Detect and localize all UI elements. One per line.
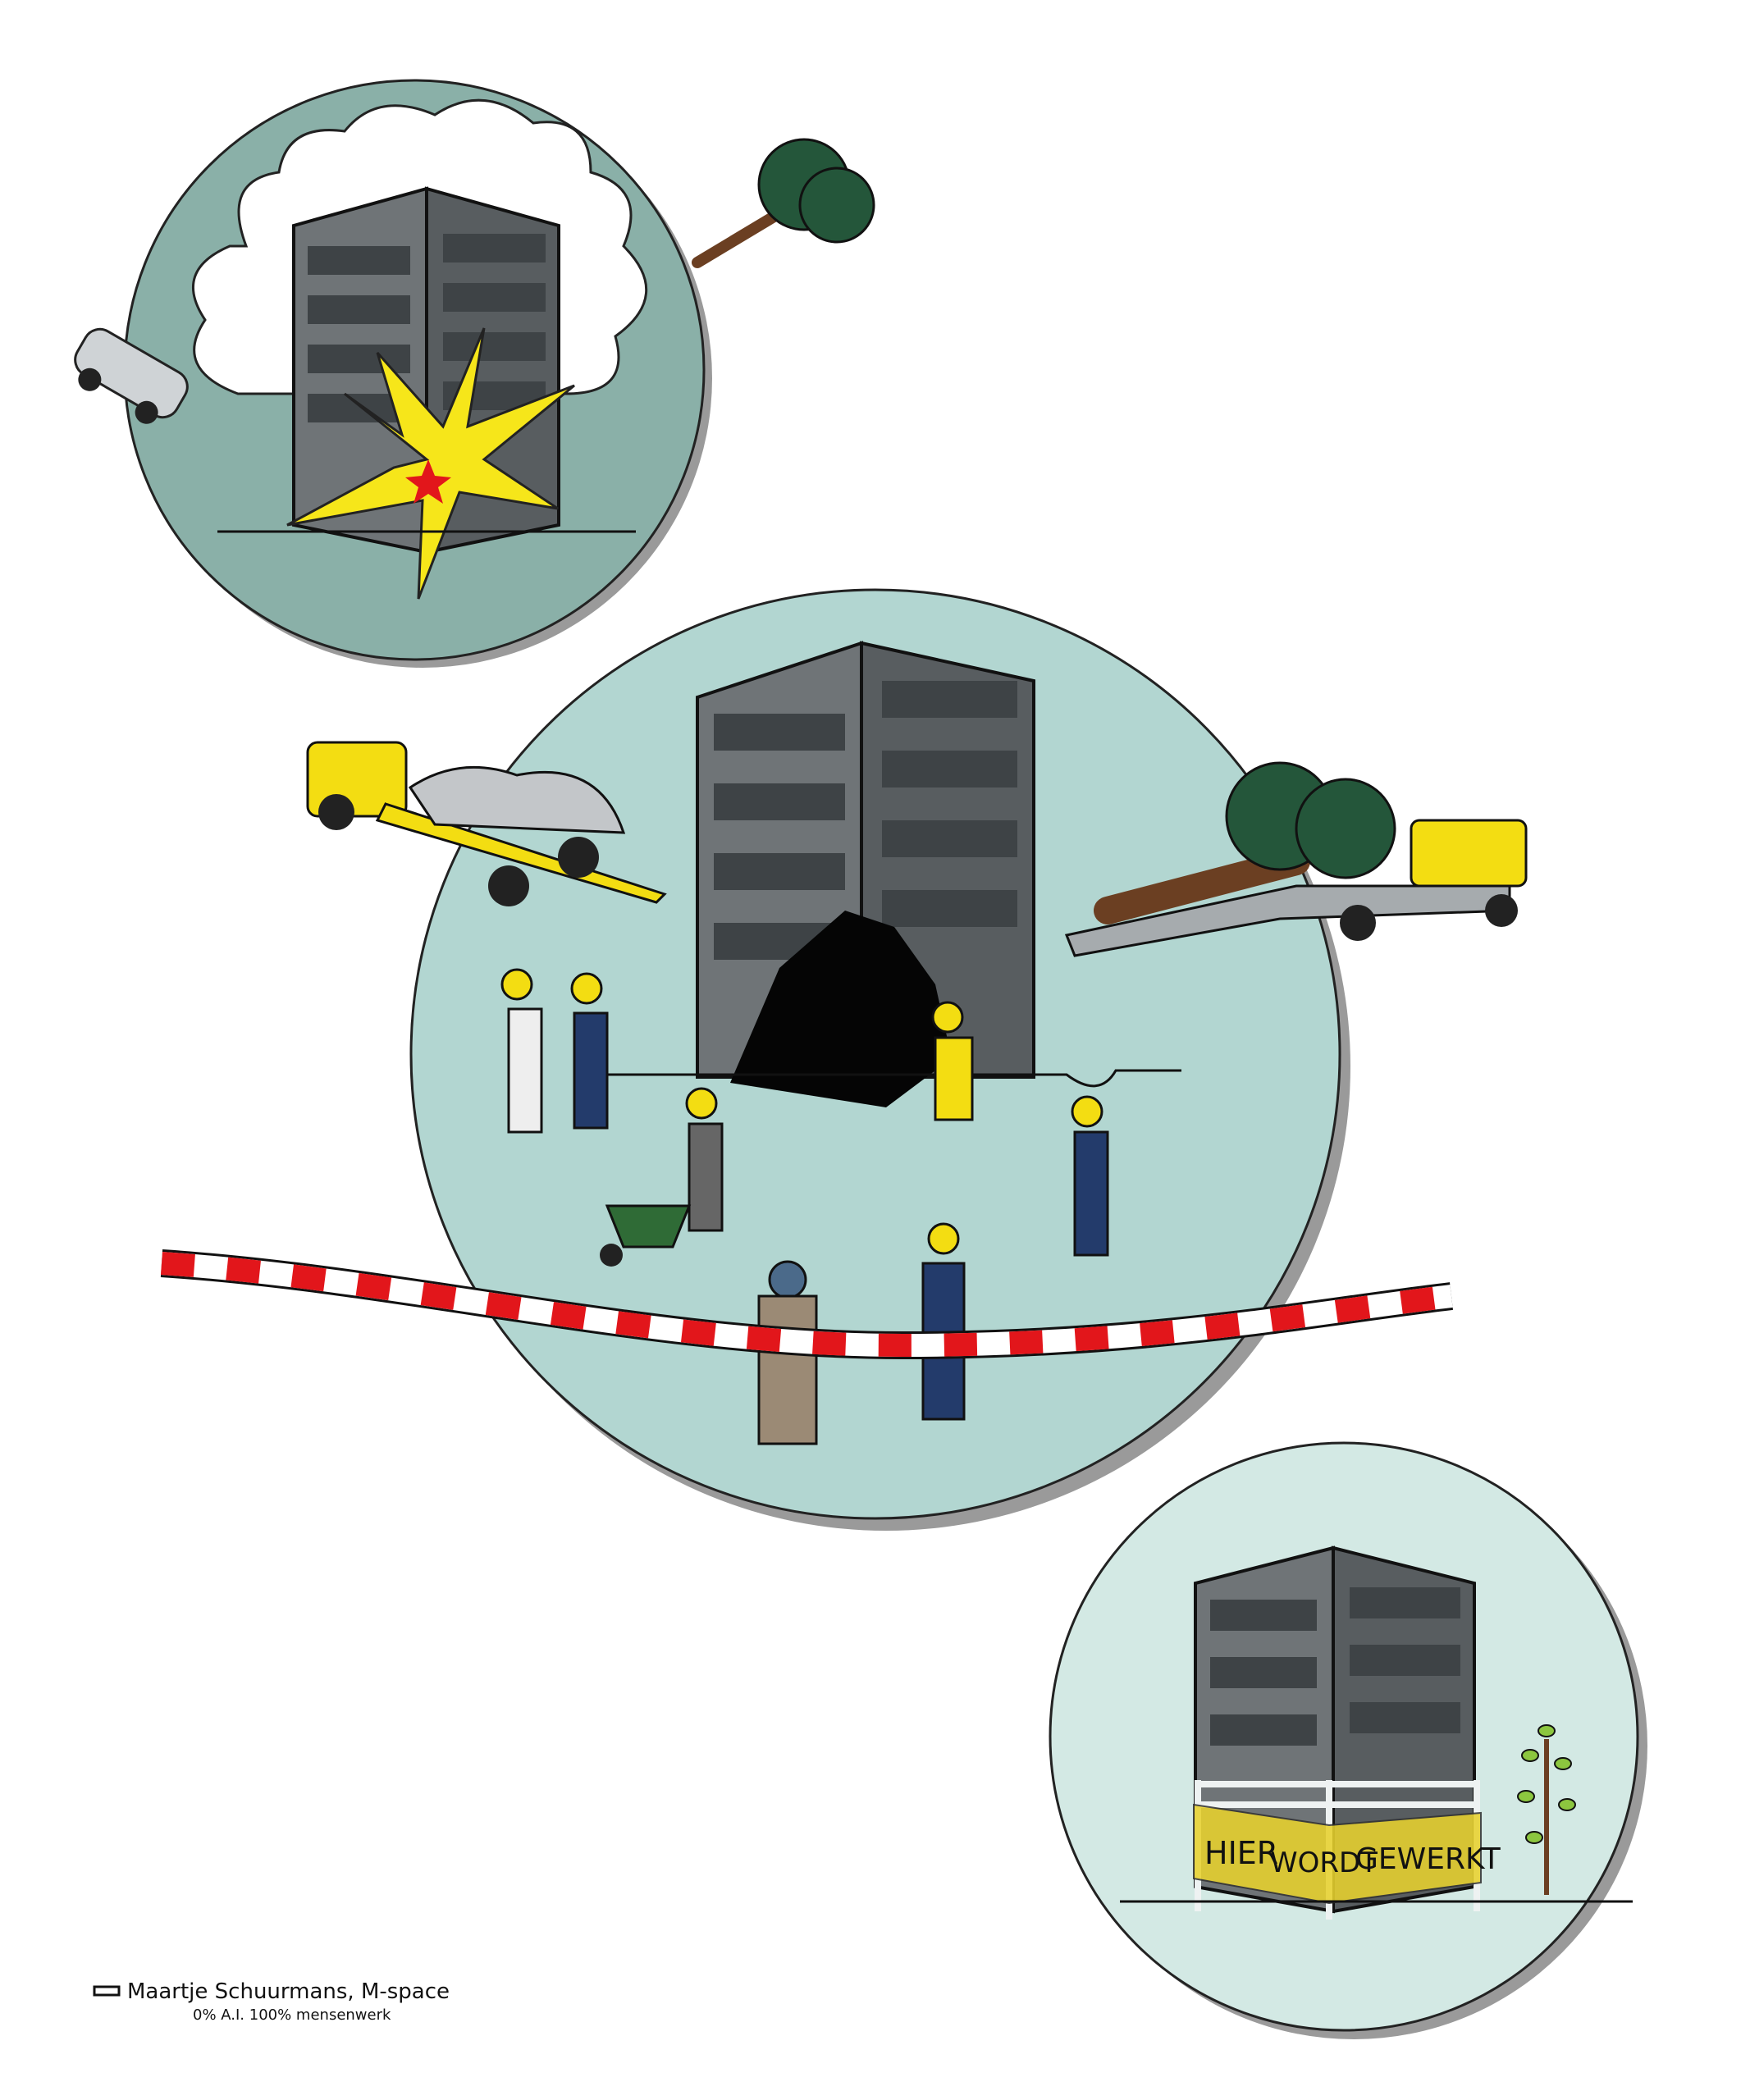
tree-trailer xyxy=(1064,761,1528,957)
scene-cleanup xyxy=(306,588,1528,1531)
workers xyxy=(500,968,1109,1445)
signature: Maartje Schuurmans, M-space 0% A.I. 100%… xyxy=(93,1979,450,2024)
banner-word-wordt: WORDT xyxy=(1270,1847,1378,1879)
scene-explosion xyxy=(74,79,875,668)
work-banner xyxy=(1193,1803,1482,1905)
wheelbarrow xyxy=(600,1204,692,1267)
ai-note: 0% A.I. 100% mensenwerk xyxy=(193,2006,391,2024)
hole xyxy=(730,911,952,1107)
flying-tree xyxy=(692,138,875,268)
damaged-building xyxy=(696,641,1035,1107)
barrier-tape xyxy=(160,1249,1453,1360)
author-credit: Maartje Schuurmans, M-space xyxy=(127,1979,450,2004)
banner-word-gewerkt: GEWERKT xyxy=(1355,1842,1501,1876)
young-tree xyxy=(1517,1724,1576,1895)
banner-word-hier: HIER xyxy=(1204,1835,1278,1871)
scene-repair: HIER WORDT GEWERKT xyxy=(1049,1441,1647,2039)
explosion-burst xyxy=(286,327,575,600)
tow-truck xyxy=(306,741,667,906)
pencil-icon xyxy=(93,1985,121,1997)
star-icon xyxy=(405,459,451,504)
flying-car xyxy=(74,327,189,424)
